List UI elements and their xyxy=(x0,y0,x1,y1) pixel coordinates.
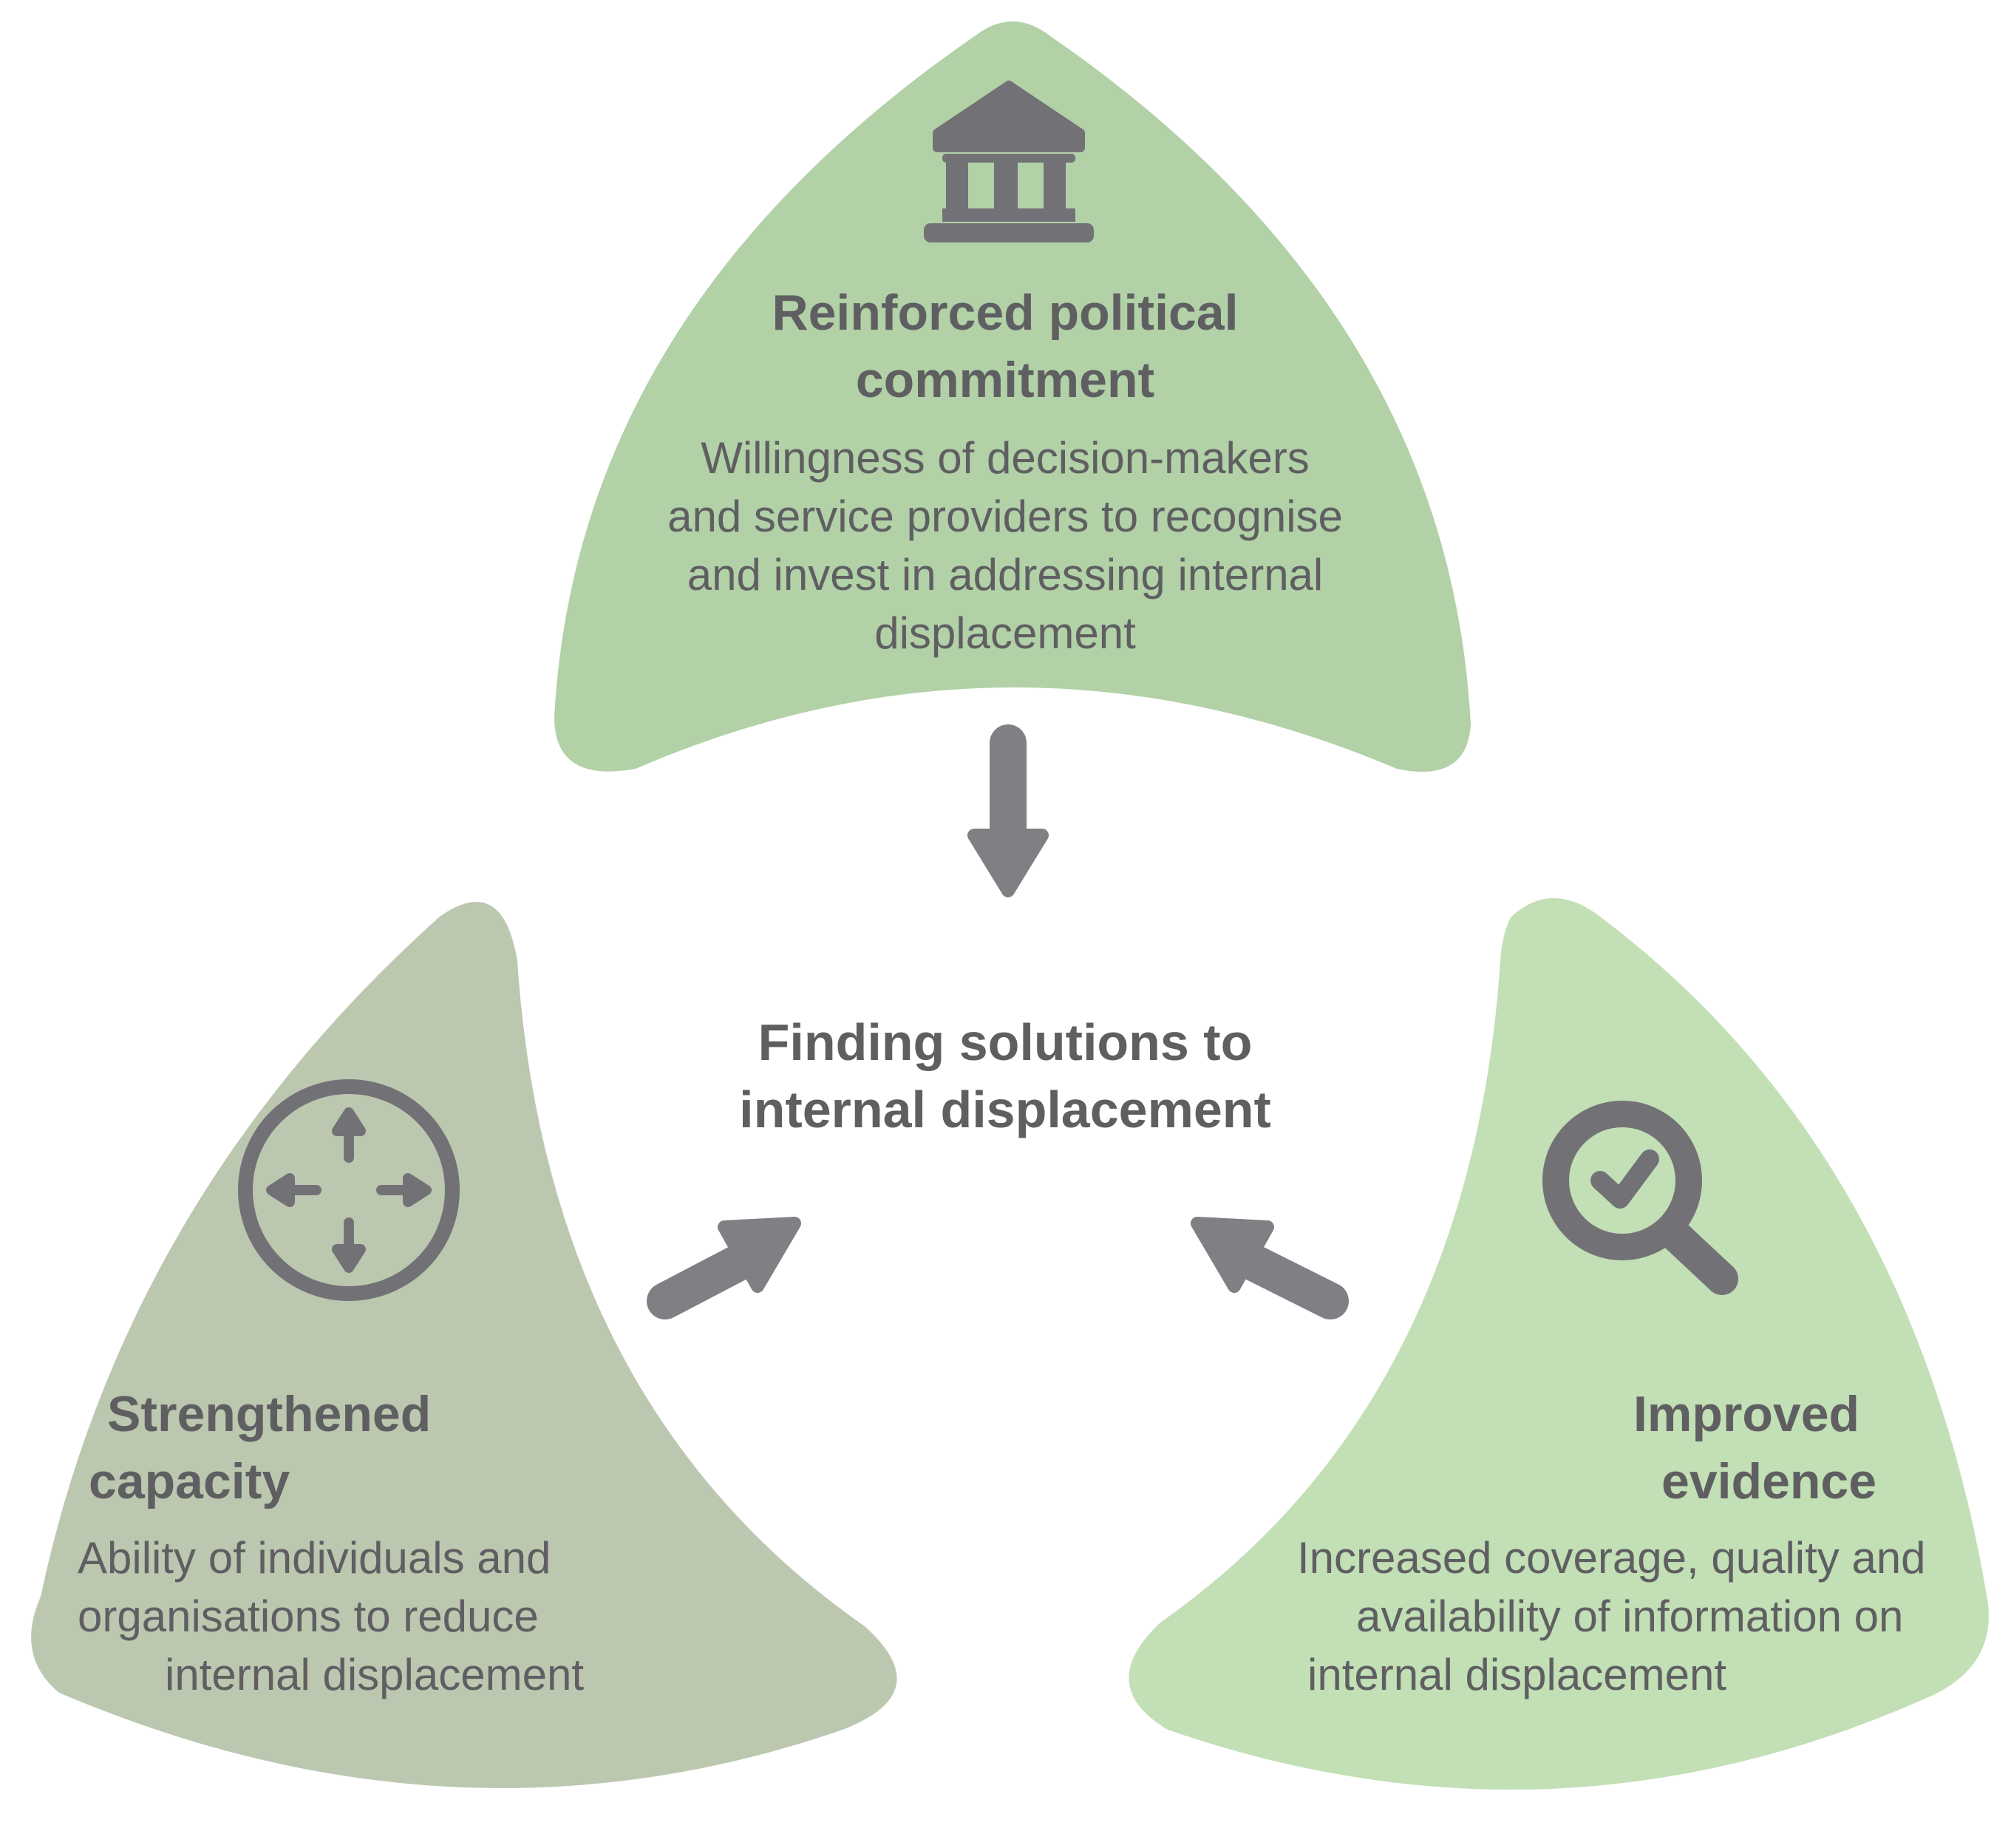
center-title-line-2: internal displacement xyxy=(739,1081,1271,1138)
petal-top-shape xyxy=(554,21,1471,772)
right-petal-desc-line-2: availability of information on xyxy=(1356,1591,1904,1641)
right-petal-title-line-1: Improved xyxy=(1633,1386,1860,1442)
government-building-icon xyxy=(924,81,1094,242)
arrow-down xyxy=(967,724,1049,897)
top-petal-title-line-1: Reinforced political xyxy=(772,285,1239,341)
left-petal-title: Strengthened capacity xyxy=(89,1381,532,1515)
top-petal-title: Reinforced political commitment xyxy=(710,279,1301,414)
left-petal-title-line-1: Strengthened xyxy=(107,1386,432,1442)
right-petal-title-line-2: evidence xyxy=(1661,1453,1877,1509)
magnifier-check-icon xyxy=(1542,1101,1738,1295)
petal-left-shape xyxy=(31,902,897,1789)
top-petal-desc-line-4: displacement xyxy=(874,608,1136,658)
left-petal-title-line-2: capacity xyxy=(89,1453,290,1509)
left-petal-desc-line-1: Ability of individuals and xyxy=(78,1533,551,1583)
center-title-line-1: Finding solutions to xyxy=(758,1013,1253,1071)
compass-arrows-icon xyxy=(238,1079,460,1301)
arrow-up-right xyxy=(647,1217,801,1319)
top-petal-desc-line-2: and service providers to recognise xyxy=(667,492,1343,541)
right-petal-desc-line-1: Increased coverage, quality and xyxy=(1297,1533,1926,1583)
top-petal-desc-line-3: and invest in addressing internal xyxy=(687,550,1324,599)
top-petal-description: Willingness of decision-makers and servi… xyxy=(636,429,1375,662)
left-petal-description: Ability of individuals and organisations… xyxy=(78,1529,669,1704)
top-petal-desc-line-1: Willingness of decision-makers xyxy=(701,433,1310,483)
top-petal-title-line-2: commitment xyxy=(855,352,1155,408)
arrow-up-left xyxy=(1191,1217,1349,1319)
right-petal-desc-line-3: internal displacement xyxy=(1307,1650,1726,1699)
left-petal-desc-line-2: organisations to reduce xyxy=(78,1591,539,1641)
petal-right-shape xyxy=(1129,898,1989,1790)
right-petal-description: Increased coverage, quality and availabi… xyxy=(1297,1529,1962,1704)
left-petal-desc-line-3: internal displacement xyxy=(165,1650,584,1699)
center-title: Finding solutions to internal displaceme… xyxy=(650,1009,1360,1144)
right-petal-title: Improved evidence xyxy=(1633,1381,1944,1515)
